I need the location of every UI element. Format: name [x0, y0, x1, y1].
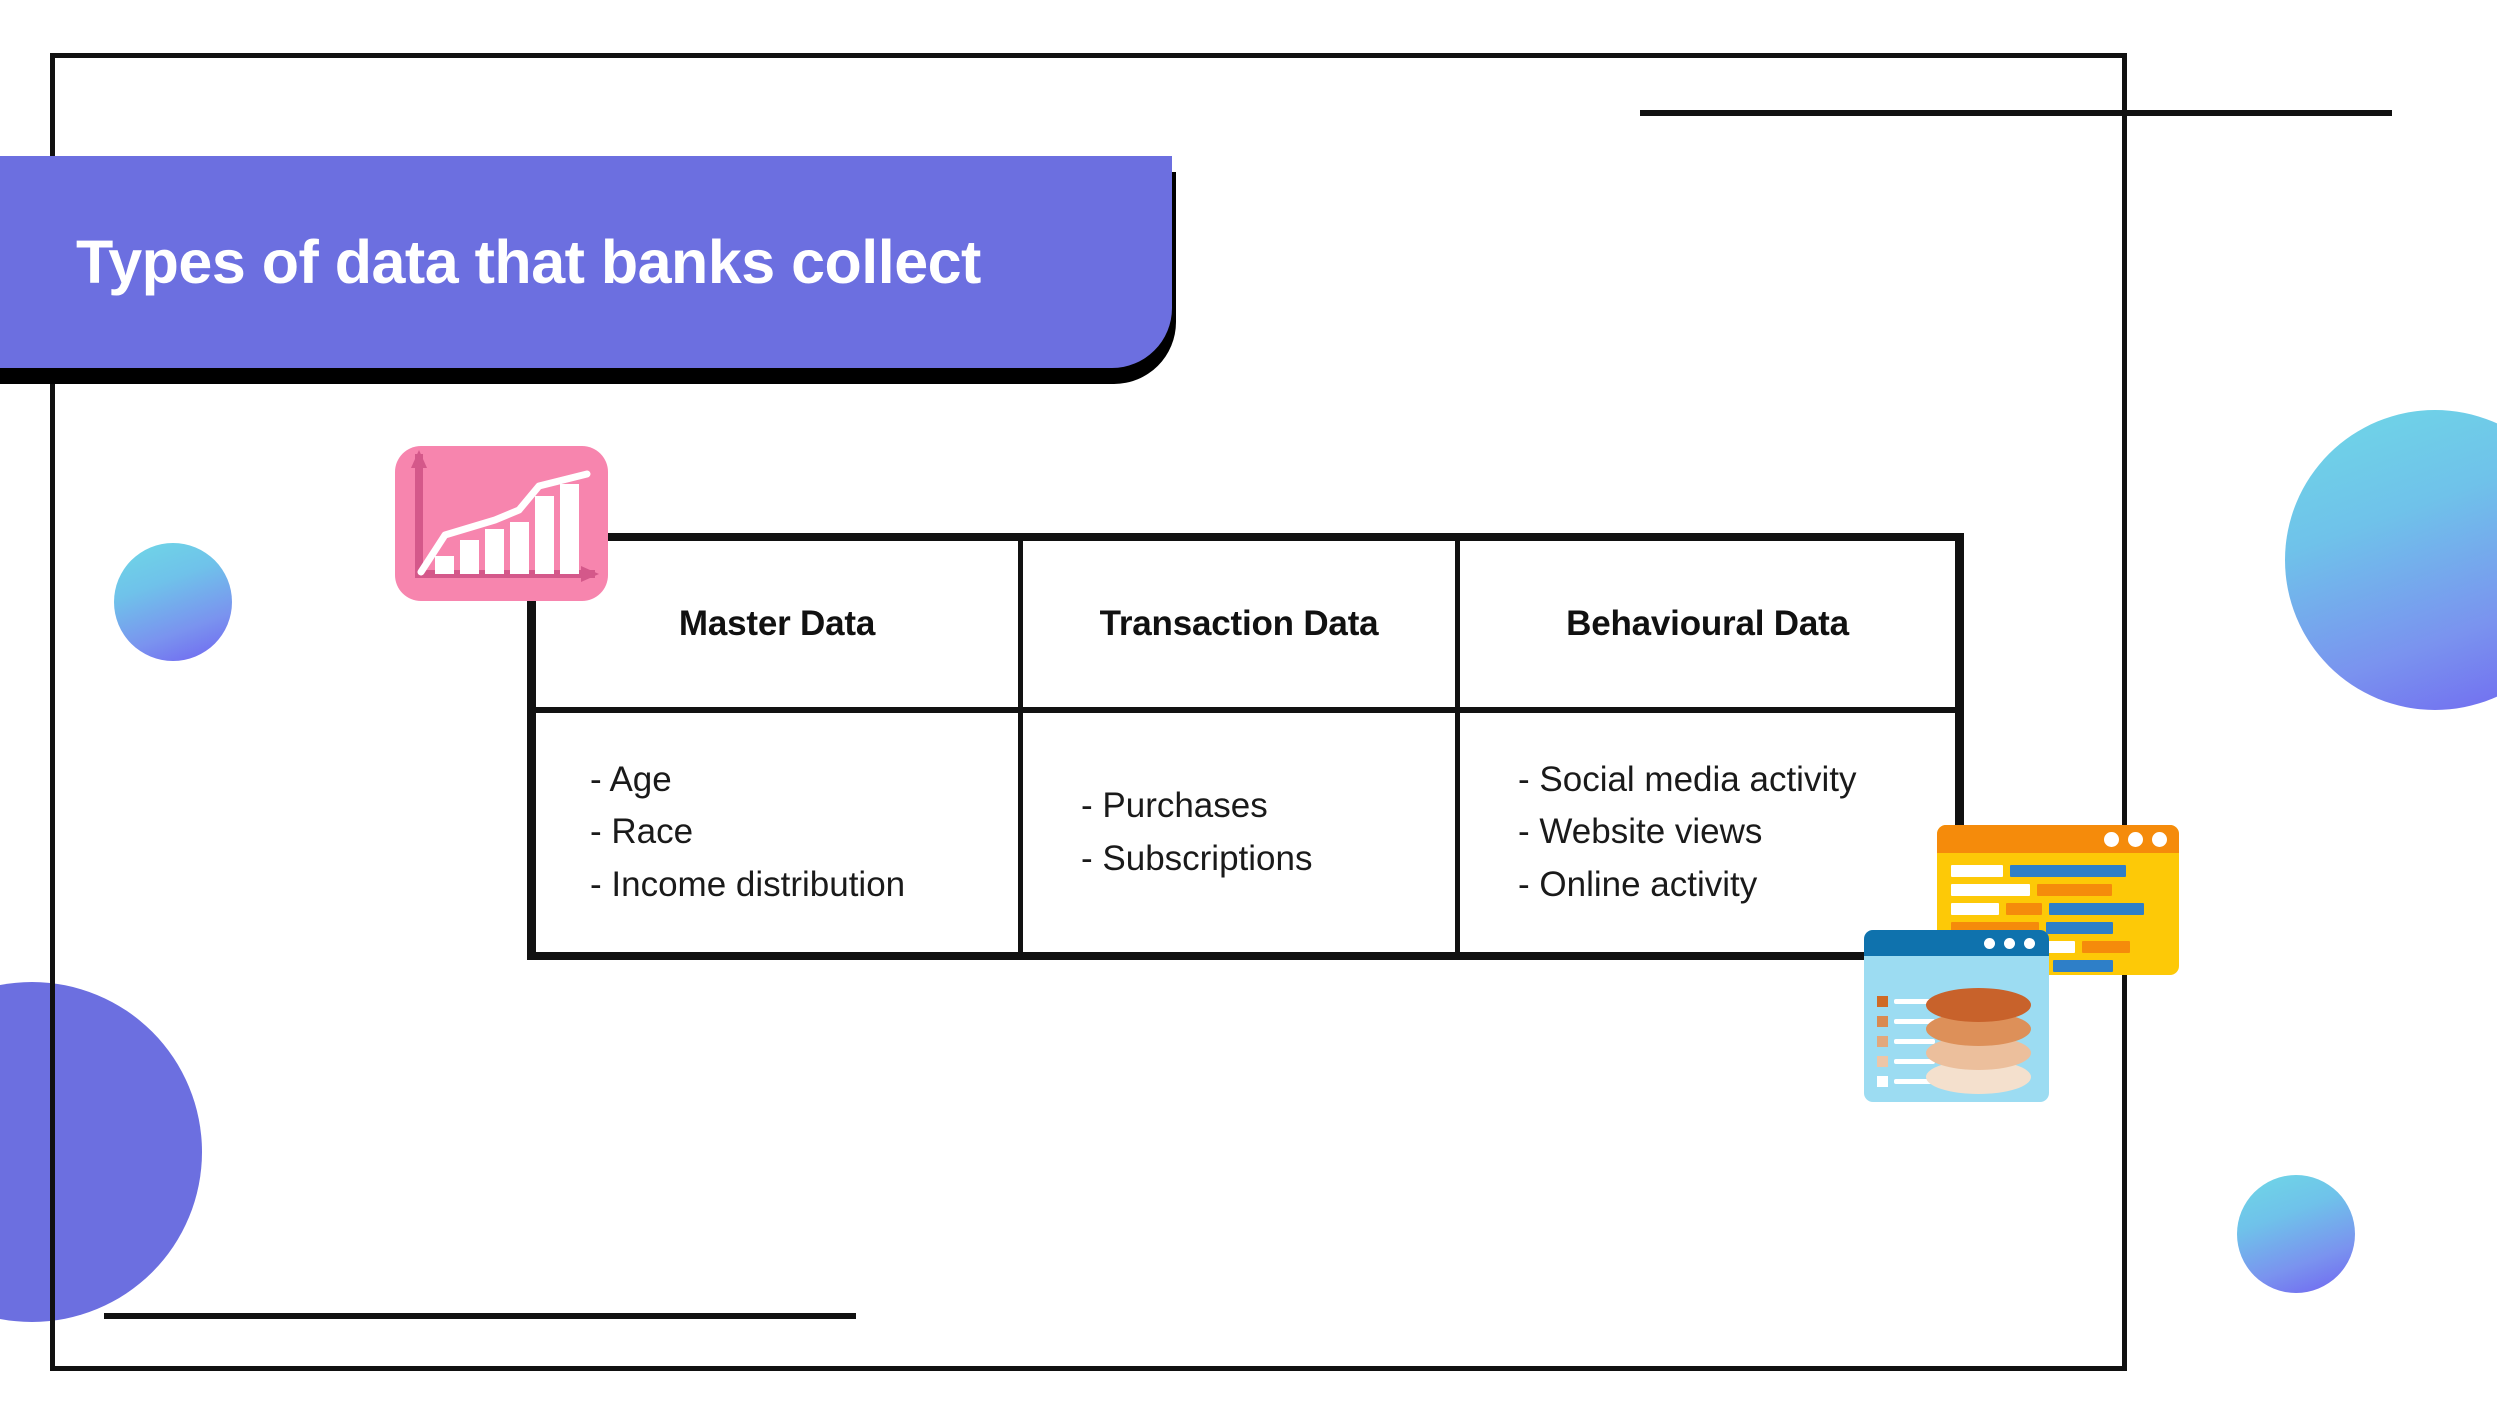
legend-row: [1877, 1076, 1935, 1087]
legend-row: [1877, 1056, 1935, 1067]
table-header-cell-behavioural: Behavioural Data: [1455, 541, 1955, 707]
code-segment: [2053, 960, 2113, 972]
legend-row: [1877, 996, 1935, 1007]
code-segment: [2046, 922, 2113, 934]
table-body-row: - Age - Race - Income distribution - Pur…: [536, 713, 1955, 952]
code-line: [1951, 865, 2165, 877]
window-dot-icon: [1984, 937, 1995, 949]
legend-swatch: [1877, 1076, 1888, 1087]
decorative-circle-right: [2285, 410, 2497, 710]
list-item: - Online activity: [1518, 864, 1758, 904]
window-dot-icon: [2024, 937, 2035, 949]
code-segment: [2049, 903, 2144, 915]
code-line: [1951, 903, 2165, 915]
transaction-data-list: - Purchases - Subscriptions: [1023, 780, 1455, 885]
database-disk: [1926, 988, 2031, 1022]
accent-line-top: [1640, 110, 2392, 116]
database-stack-icon: [1926, 988, 2031, 1094]
behavioural-data-list: - Social media activity - Website views …: [1460, 754, 1955, 912]
column-header-label: Transaction Data: [1099, 604, 1379, 643]
list-item: - Purchases: [1081, 786, 1268, 825]
list-item: - Social media activity: [1518, 759, 1857, 799]
database-window-body: [1864, 956, 2049, 1102]
database-window-icon: [1864, 930, 2049, 1102]
database-legend: [1877, 996, 1935, 1087]
legend-swatch: [1877, 1016, 1888, 1027]
legend-bar: [1894, 1059, 1935, 1064]
legend-swatch: [1877, 1036, 1888, 1047]
column-header-label: Master Data: [678, 604, 876, 643]
list-item: - Income distribution: [590, 864, 906, 904]
list-item: - Age: [590, 759, 672, 799]
table-body-cell-behavioural: - Social media activity - Website views …: [1455, 713, 1955, 952]
table-header-cell-master: Master Data: [536, 541, 1018, 707]
window-dot-icon: [2104, 831, 2119, 847]
page-title: Types of data that banks collect: [76, 228, 981, 296]
window-dot-icon: [2128, 831, 2143, 847]
legend-bar: [1894, 999, 1935, 1004]
title-banner: Types of data that banks collect: [0, 156, 1172, 368]
table-header-cell-transaction: Transaction Data: [1018, 541, 1455, 707]
accent-line-bottom: [104, 1313, 856, 1319]
code-window-titlebar: [1937, 825, 2179, 853]
table-header-row: Master Data Transaction Data Behavioural…: [536, 541, 1955, 713]
legend-bar: [1894, 1039, 1935, 1044]
code-segment: [2006, 903, 2042, 915]
table-body-cell-transaction: - Purchases - Subscriptions: [1018, 713, 1455, 952]
decorative-circle-left-small: [114, 543, 232, 661]
bar-chart-svg: [411, 450, 599, 582]
table-body-cell-master: - Age - Race - Income distribution: [536, 713, 1018, 952]
legend-swatch: [1877, 1056, 1888, 1067]
legend-bar: [1894, 1019, 1935, 1024]
code-segment: [2037, 884, 2112, 896]
data-types-table: Master Data Transaction Data Behavioural…: [527, 533, 1964, 960]
list-item: - Website views: [1518, 812, 1763, 852]
code-segment: [1951, 884, 2030, 896]
bar-chart-growth-icon: [395, 446, 608, 601]
database-window-titlebar: [1864, 930, 2049, 956]
legend-bar: [1894, 1079, 1935, 1084]
decorative-circle-bottom-right: [2237, 1175, 2355, 1293]
code-segment: [2082, 941, 2130, 953]
slide-frame: [50, 53, 2127, 1371]
code-line: [1951, 884, 2165, 896]
master-data-list: - Age - Race - Income distribution: [536, 754, 1018, 912]
code-segment: [1951, 903, 1999, 915]
list-item: - Subscriptions: [1081, 838, 1313, 878]
list-item: - Race: [590, 812, 694, 852]
window-dot-icon: [2152, 831, 2167, 847]
legend-row: [1877, 1036, 1935, 1047]
legend-swatch: [1877, 996, 1888, 1007]
window-dot-icon: [2004, 937, 2015, 949]
legend-row: [1877, 1016, 1935, 1027]
column-header-label: Behavioural Data: [1566, 604, 1849, 643]
code-segment: [1951, 865, 2003, 877]
code-segment: [2010, 865, 2126, 877]
